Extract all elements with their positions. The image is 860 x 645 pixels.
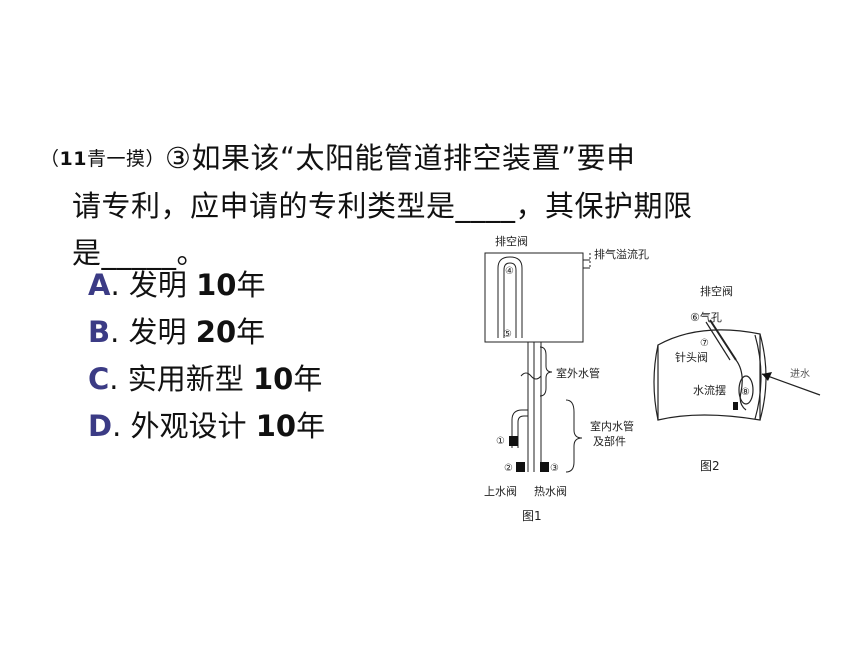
outdoor-brace: [539, 346, 553, 397]
fig2-marker-7: ⑦: [700, 338, 709, 349]
fig1-marker-2: ②: [504, 463, 513, 474]
fig1-marker-3: ③: [550, 463, 559, 474]
fig1-hot-valve-label: 热水阀: [534, 484, 567, 498]
fig1-marker-5: ⑤: [503, 329, 512, 340]
question-line-1: （11青一摸）③如果该“太阳能管道排空装置”要申: [40, 141, 636, 175]
fig1-caption: 图1: [522, 509, 542, 523]
valve-3: [540, 462, 549, 472]
question-line-2: 请专利，应申请的专利类型是____，其保护期限: [72, 189, 693, 223]
fig1-indoor-label-1: 室内水管: [590, 419, 634, 433]
fig2-valve-label: 排空阀: [700, 284, 733, 298]
fig2-hole-label: ⑥气孔: [690, 310, 722, 324]
fig1-outdoor-label: 室外水管: [556, 366, 600, 380]
fig2-inlet-label: 进水: [790, 368, 810, 380]
fig1-overflow-label: 排气溢流孔: [594, 247, 649, 261]
question-source: （11青一摸）: [40, 148, 165, 170]
inlet-arrow: [761, 373, 821, 396]
figure-2-marks: [733, 372, 772, 410]
solar-tank-box: [484, 252, 584, 343]
figure-2-labels: 排空阀 ⑥气孔 ⑦ 针头阀 水流摆 ⑧ 进水 图2: [675, 284, 810, 473]
valve-2: [516, 462, 525, 472]
figure-1: [484, 252, 591, 473]
inlet-arrowhead: [762, 372, 772, 381]
question-text: （11青一摸）③如果该“太阳能管道排空装置”要申 请专利，应申请的专利类型是__…: [40, 135, 800, 277]
option-d[interactable]: D. 外观设计 10年: [88, 409, 326, 443]
fig2-caption: 图2: [700, 459, 720, 473]
figure-1-labels: 排空阀 排气溢流孔 室外水管 室内水管 及部件 上水阀 热水阀 图1 ① ② ③…: [484, 234, 649, 523]
flow-pendulum: [735, 359, 747, 411]
fig1-indoor-label-2: 及部件: [593, 434, 626, 448]
fig2-needle-label: 针头阀: [675, 350, 708, 364]
indoor-brace: [565, 399, 583, 473]
fig1-inlet-valve-label: 上水阀: [484, 484, 517, 498]
branch-pipe: [511, 409, 528, 448]
needle-valve: [705, 321, 731, 361]
fig1-marker-4: ④: [505, 266, 514, 277]
fig2-flow-label: 水流摆: [693, 383, 726, 397]
option-a[interactable]: A. 发明 10年: [88, 268, 266, 302]
valve-1: [509, 436, 518, 446]
fig1-valve-label: 排空阀: [495, 234, 528, 248]
figure-1-valves: [509, 436, 549, 472]
question-line-3: 是_____。: [72, 236, 207, 270]
fig1-marker-1: ①: [496, 436, 505, 447]
figure-2: [653, 319, 821, 421]
pipe-break-mark: [520, 372, 542, 380]
answer-options: A. 发明 10年 B. 发明 20年 C. 实用新型 10年 D. 外观设计 …: [88, 262, 325, 450]
pipe-outline: [657, 329, 761, 421]
option-b[interactable]: B. 发明 20年: [88, 315, 266, 349]
option-c[interactable]: C. 实用新型 10年: [88, 362, 323, 396]
fig2-marker-8: ⑧: [741, 387, 750, 398]
u-tube: [497, 256, 523, 338]
